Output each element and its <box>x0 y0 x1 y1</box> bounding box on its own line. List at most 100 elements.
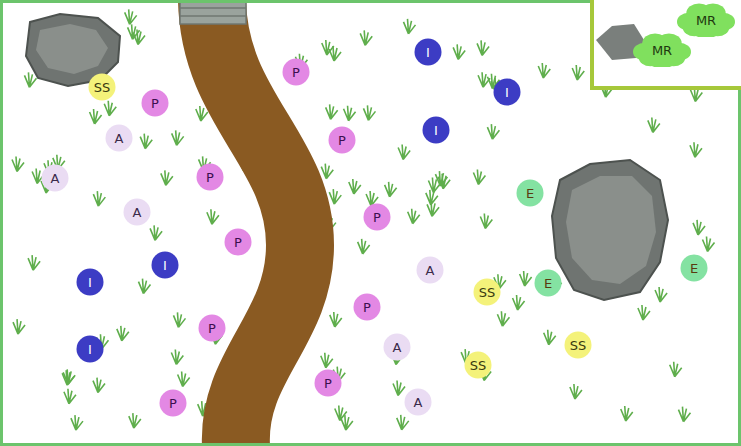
grass-tuft <box>520 271 532 286</box>
grass-tuft <box>538 63 550 78</box>
token-letter: A <box>51 172 60 185</box>
rock-highlight <box>36 24 108 74</box>
grass-tuft <box>322 40 334 55</box>
grass-tuft <box>64 389 76 404</box>
grass-tuft <box>104 101 116 116</box>
token-letter: I <box>426 46 430 59</box>
p-token: P <box>328 126 356 154</box>
grass-tuft <box>435 171 447 186</box>
grass-tuft <box>703 237 715 252</box>
grass-tuft <box>207 209 219 224</box>
grass-tuft <box>385 182 397 197</box>
p-token: P <box>224 228 252 256</box>
grass-tuft <box>117 326 129 341</box>
grass-tuft <box>473 169 485 184</box>
grass-tuft <box>487 124 499 139</box>
i-token: I <box>414 38 442 66</box>
token-letter: P <box>363 301 371 314</box>
ss-token: SS <box>473 278 501 306</box>
token-letter: P <box>169 397 177 410</box>
grass-tuft <box>477 40 489 55</box>
grass-tuft <box>655 287 667 302</box>
grass-tuft <box>344 106 356 121</box>
p-token: P <box>314 369 342 397</box>
grass-tuft <box>12 157 24 172</box>
token-letter: P <box>373 211 381 224</box>
grass-tuft <box>24 72 36 87</box>
grass-tuft <box>71 415 83 430</box>
rock-highlight <box>566 176 656 284</box>
token-letter: P <box>151 97 159 110</box>
i-token: I <box>422 116 450 144</box>
grass-tuft <box>28 255 40 270</box>
grass-tuft <box>349 179 361 194</box>
p-token: P <box>282 58 310 86</box>
token-letter: A <box>115 132 124 145</box>
p-token: P <box>353 293 381 321</box>
grass-tuft <box>427 201 439 216</box>
grass-tuft <box>572 65 584 80</box>
grass-tuft <box>670 362 682 377</box>
grass-tuft <box>398 144 410 159</box>
grass-tuft <box>690 142 702 157</box>
a-token: A <box>383 333 411 361</box>
mr-cloud: MR <box>677 3 735 37</box>
rock <box>552 160 668 300</box>
grass-tuft <box>196 106 208 121</box>
token-letter: I <box>434 124 438 137</box>
stone-steps <box>180 0 246 24</box>
grass-tuft <box>62 370 74 385</box>
grass-tuft <box>125 9 137 24</box>
i-token: I <box>76 268 104 296</box>
i-token: I <box>76 335 104 363</box>
token-letter: SS <box>94 81 111 94</box>
ss-token: SS <box>464 351 492 379</box>
p-token: P <box>198 314 226 342</box>
token-letter: SS <box>470 359 487 372</box>
grass-tuft <box>321 353 333 368</box>
grass-tuft <box>13 319 25 334</box>
grass-tuft <box>341 415 353 430</box>
token-letter: P <box>292 66 300 79</box>
a-token: A <box>416 256 444 284</box>
grass-tuft <box>480 214 492 229</box>
grass-tuft <box>397 415 409 430</box>
grass-tuft <box>90 109 102 124</box>
p-token: P <box>363 203 391 231</box>
token-letter: I <box>88 276 92 289</box>
token-letter: A <box>414 396 423 409</box>
grass-tuft <box>621 406 633 421</box>
token-letter: MR <box>652 44 672 57</box>
e-token: E <box>516 179 544 207</box>
token-letter: P <box>206 171 214 184</box>
a-token: A <box>123 198 151 226</box>
a-token: A <box>404 388 432 416</box>
token-letter: P <box>234 236 242 249</box>
token-letter: A <box>426 264 435 277</box>
grass-tuft <box>453 44 465 59</box>
grass-tuft <box>173 312 185 327</box>
grass-tuft <box>403 19 415 34</box>
grass-tuft <box>330 312 342 327</box>
grass-tuft <box>693 220 705 235</box>
grass-tuft <box>678 407 690 422</box>
token-letter: MR <box>696 14 716 27</box>
p-token: P <box>196 163 224 191</box>
grass-tuft <box>329 189 341 204</box>
ss-token: SS <box>564 331 592 359</box>
i-token: I <box>151 251 179 279</box>
token-letter: P <box>338 134 346 147</box>
grass-tuft <box>360 30 372 45</box>
token-letter: SS <box>479 286 496 299</box>
a-token: A <box>105 124 133 152</box>
grass-tuft <box>150 225 162 240</box>
e-token: E <box>534 269 562 297</box>
e-token: E <box>680 254 708 282</box>
grass-tuft <box>638 305 650 320</box>
grass-tuft <box>326 104 338 119</box>
grass-tuft <box>329 46 341 61</box>
grass-tuft <box>128 24 140 39</box>
grass-tuft <box>363 105 375 120</box>
grass-tuft <box>570 384 582 399</box>
